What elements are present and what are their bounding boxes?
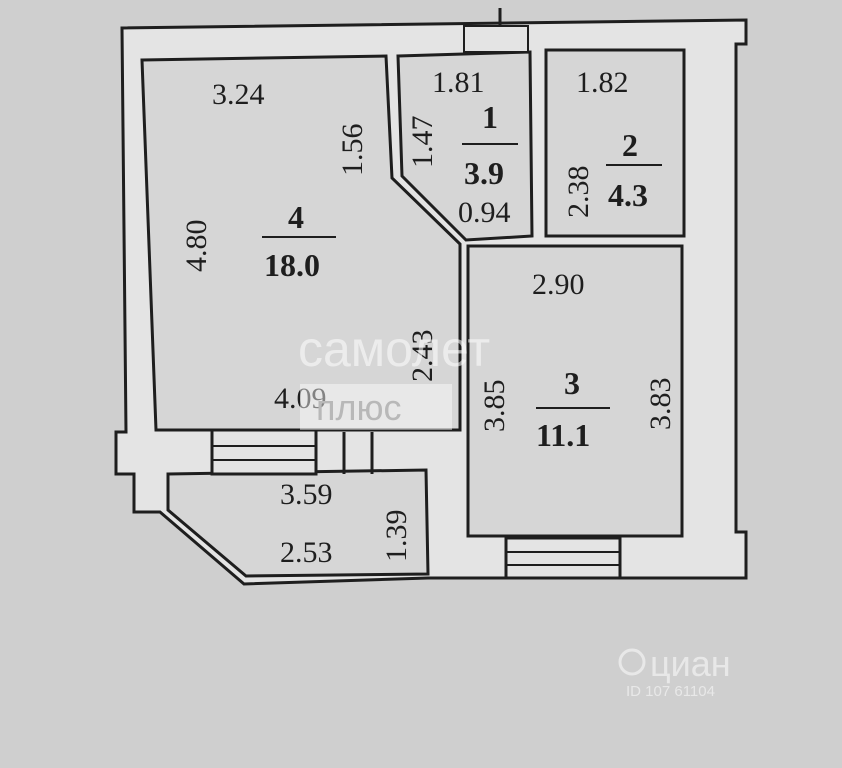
room-4-outline bbox=[140, 54, 462, 432]
window-kitchen bbox=[504, 536, 622, 580]
room-2-top-dimension: 1.82 bbox=[576, 66, 629, 99]
room-4-top-dimension: 3.24 bbox=[212, 78, 265, 111]
room-4-diagonal-dimension: 1.56 bbox=[336, 124, 369, 177]
balcony-top-dimension: 3.59 bbox=[280, 478, 333, 511]
room-4-left-dimension: 4.80 bbox=[180, 220, 213, 273]
room-2-side-dimension: 2.38 bbox=[562, 166, 595, 219]
window-room4 bbox=[210, 428, 318, 476]
corner-watermark: циан ID 107 61104 bbox=[618, 643, 731, 700]
balcony-bottom-dimension: 2.53 bbox=[280, 536, 333, 569]
corner-watermark-id: ID 107 61104 bbox=[626, 683, 715, 700]
corner-watermark-brand: циан bbox=[650, 643, 731, 684]
watermark-main: самолет bbox=[298, 321, 490, 377]
room-4-number: 4 bbox=[288, 199, 304, 235]
room-1-bottom-dimension: 0.94 bbox=[458, 196, 511, 229]
room-3-right-dimension: 3.83 bbox=[644, 378, 677, 431]
room-2-outline bbox=[544, 48, 686, 238]
room-2-area: 4.3 bbox=[608, 177, 648, 213]
room-4-area: 18.0 bbox=[264, 247, 320, 283]
room-3-number: 3 bbox=[564, 365, 580, 401]
room-1-area: 3.9 bbox=[464, 155, 504, 191]
room-4-bottom-dimension: 4.09 bbox=[274, 382, 327, 415]
room-2-number: 2 bbox=[622, 127, 638, 163]
room-1-number: 1 bbox=[482, 99, 498, 135]
room-3-top-dimension: 2.90 bbox=[532, 268, 585, 301]
room-3-left-dimension: 3.85 bbox=[478, 380, 511, 433]
entrance-gap bbox=[463, 25, 529, 53]
room-4-inner-dimension: 2.43 bbox=[406, 330, 439, 383]
balcony-side-dimension: 1.39 bbox=[380, 510, 413, 563]
watermark-sub: плюс bbox=[316, 387, 402, 428]
room-1-side-dimension: 1.47 bbox=[406, 116, 439, 169]
balcony-outline bbox=[166, 468, 430, 578]
room-1-top-dimension: 1.81 bbox=[432, 66, 485, 99]
corner-logo-icon bbox=[618, 648, 646, 676]
watermark-badge bbox=[300, 384, 452, 430]
room-3-outline bbox=[466, 244, 684, 538]
room-3-area: 11.1 bbox=[536, 417, 590, 453]
